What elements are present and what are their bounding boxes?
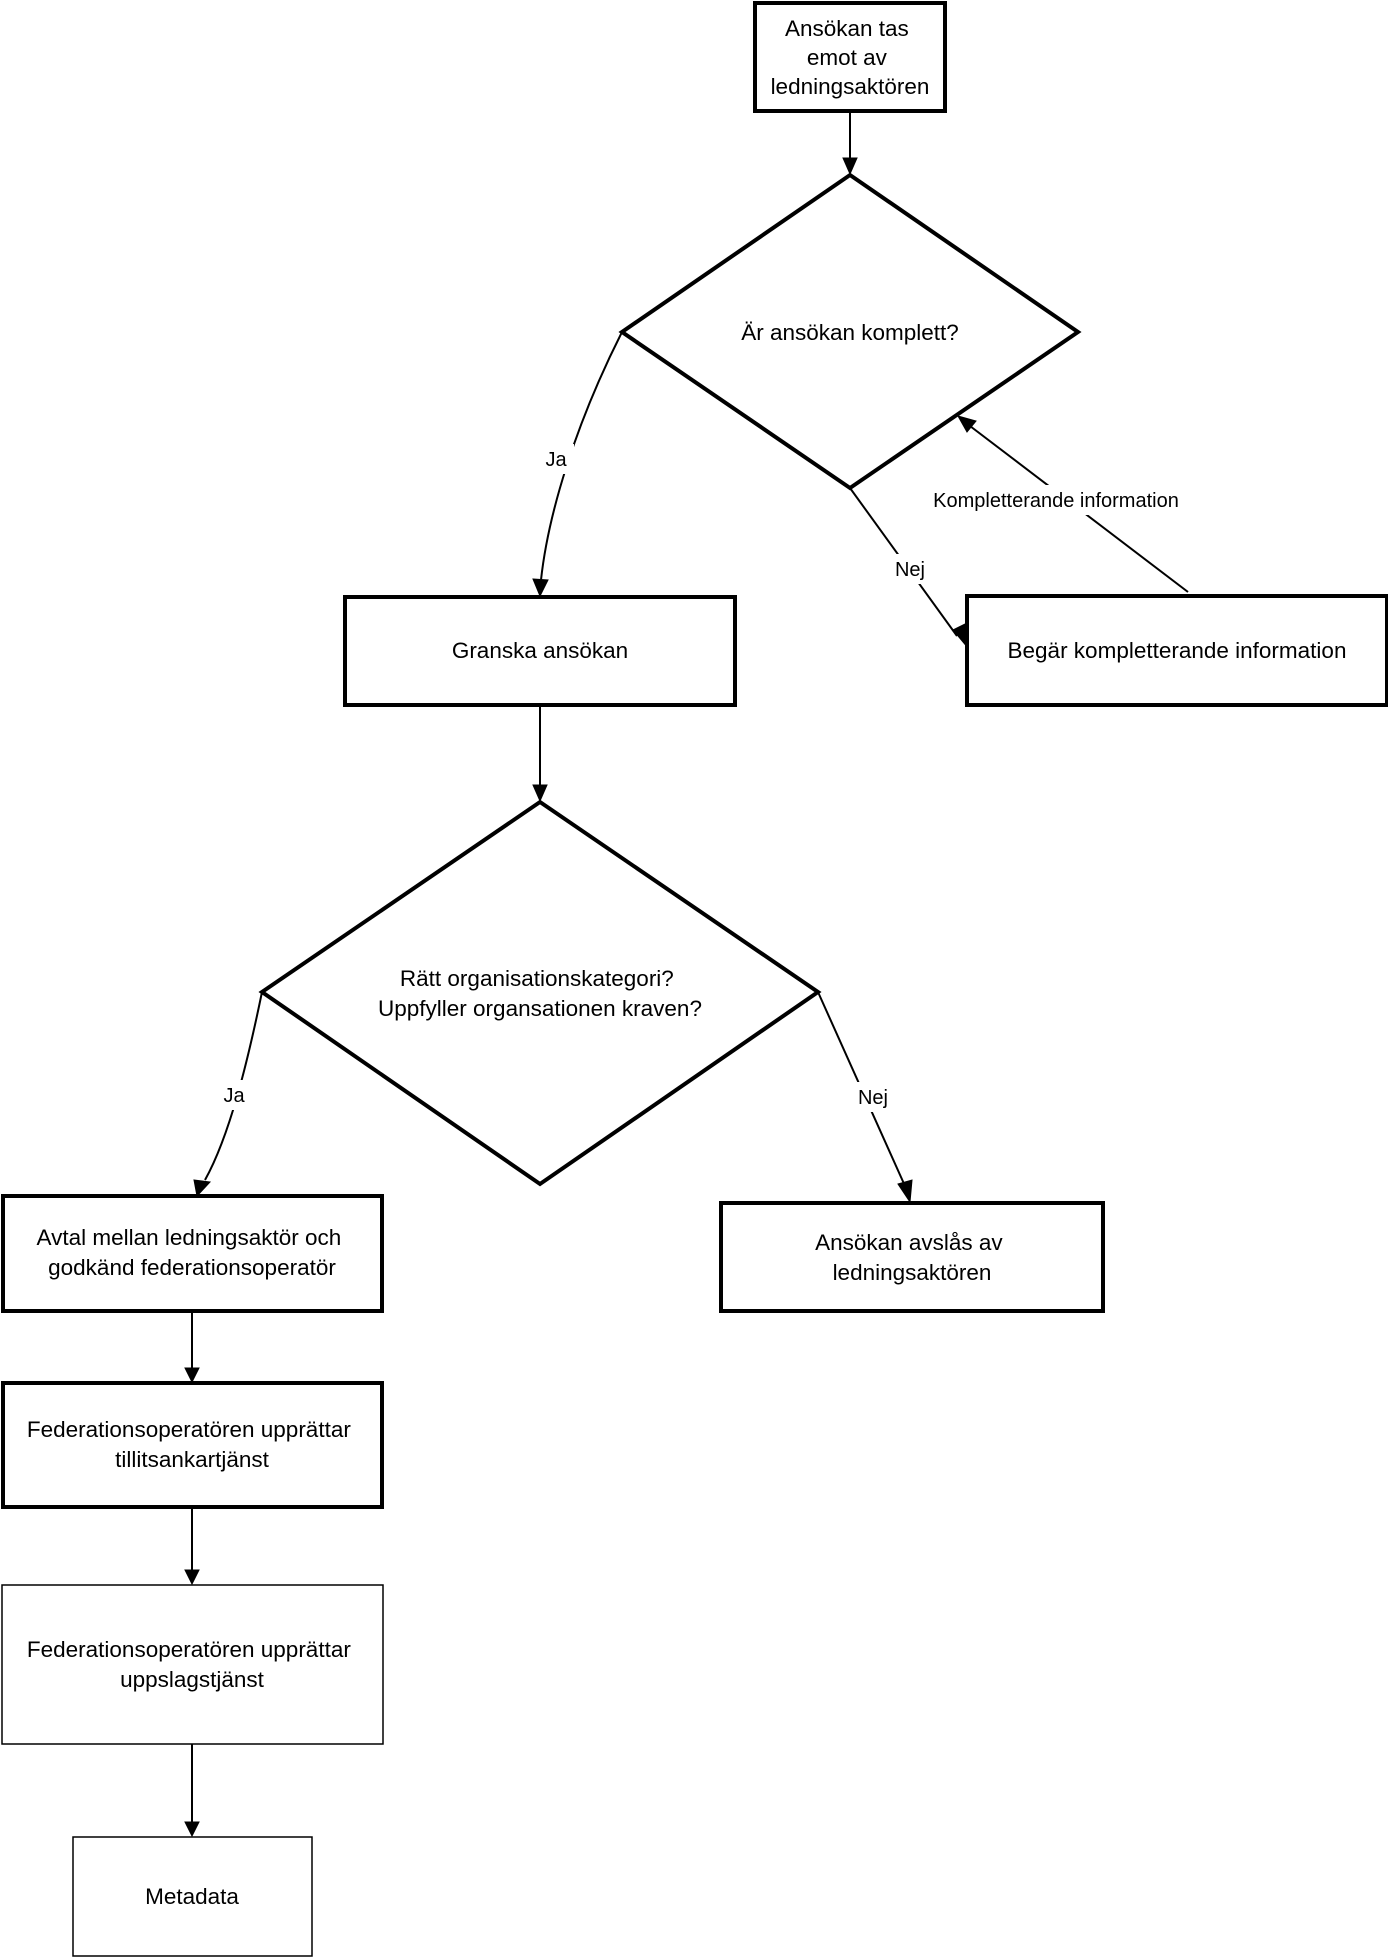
arrowhead	[897, 1179, 913, 1204]
arrowhead	[532, 784, 548, 803]
node-label-line: emot av	[807, 45, 888, 70]
svg-text:Granska ansökan: Granska ansökan	[452, 638, 628, 663]
arrowhead	[184, 1367, 200, 1384]
node-application-rejected: Ansökan avslås av ledningsaktören	[719, 1201, 1105, 1313]
node-review-application: Granska ansökan	[343, 595, 737, 707]
node-metadata: Metadata	[72, 1836, 313, 1957]
node-label-line: tillitsankartjänst	[115, 1447, 270, 1472]
node-label-line: Metadata	[145, 1884, 239, 1909]
node-label-line: ledningsaktören	[833, 1260, 992, 1285]
decision-organisation-category: Rätt organisationskategori? Uppfyller or…	[258, 799, 822, 1187]
arrowhead	[184, 1569, 200, 1586]
node-label-line: Uppfyller organsationen kraven?	[378, 996, 702, 1021]
svg-text:Ansökan tas emot av: Ansökan tas emot av ledningsaktören	[771, 16, 930, 99]
node-agreement: Avtal mellan ledningsaktör och godkänd f…	[1, 1194, 384, 1313]
node-label-line: Federationsoperatören upprättar	[27, 1637, 351, 1662]
node-label-line: Begär kompletterande information	[1008, 638, 1347, 663]
node-label-line: Rätt organisationskategori?	[400, 966, 674, 991]
decision-application-complete: Är ansökan komplett?	[618, 172, 1082, 491]
edge-label-complete-yes: Ja	[545, 449, 567, 471]
node-application-received: Ansökan tas emot av ledningsaktören	[753, 1, 947, 113]
node-label-line: Avtal mellan ledningsaktör och	[36, 1225, 341, 1250]
svg-text:Är ansökan komplett?: Är ansökan komplett?	[741, 320, 959, 345]
node-request-supplementary-info: Begär kompletterande information	[965, 594, 1388, 707]
svg-text:Ansökan avslås av lednin: Ansökan avslås av ledningsaktören	[815, 1230, 1009, 1285]
node-label-line: Federationsoperatören upprättar	[27, 1417, 351, 1442]
svg-text:Avtal mellan ledningsaktör och: Avtal mellan ledningsaktör och godkänd f…	[36, 1225, 347, 1280]
node-label-line: uppslagstjänst	[120, 1667, 265, 1692]
node-label-line: ledningsaktören	[771, 74, 930, 99]
arrowhead	[842, 157, 858, 176]
svg-text:Federationsoperatören upprätta: Federationsoperatören upprättar uppslags…	[27, 1637, 357, 1692]
node-label-line: Ansökan tas	[785, 16, 909, 41]
svg-text:Begär kompletterande informati: Begär kompletterande information	[1008, 638, 1347, 663]
arrowhead	[184, 1821, 200, 1838]
svg-text:Rätt organisationskategori?: Rätt organisationskategori? Uppfyller or…	[378, 966, 702, 1021]
node-label-line: godkänd federationsoperatör	[48, 1255, 336, 1280]
arrowhead	[532, 578, 549, 598]
node-trust-anchor-service: Federationsoperatören upprättar tillitsa…	[1, 1381, 384, 1509]
edge-label-category-yes: Ja	[223, 1085, 245, 1107]
edge-label-supplement: Kompletterande information	[933, 490, 1179, 512]
edge-label-complete-no: Nej	[895, 559, 925, 581]
arrowhead	[193, 1179, 212, 1198]
node-label-line: Ansökan avslås av	[815, 1230, 1003, 1255]
arrowhead	[956, 415, 977, 433]
node-lookup-service: Federationsoperatören upprättar uppslags…	[1, 1584, 384, 1745]
node-label-line: Är ansökan komplett?	[741, 320, 959, 345]
svg-text:Metadata: Metadata	[145, 1884, 239, 1909]
node-label-line: Granska ansökan	[452, 638, 628, 663]
edge-label-category-no: Nej	[858, 1087, 888, 1109]
svg-text:Federationsoperatören upprätta: Federationsoperatören upprättar tillitsa…	[27, 1417, 357, 1472]
